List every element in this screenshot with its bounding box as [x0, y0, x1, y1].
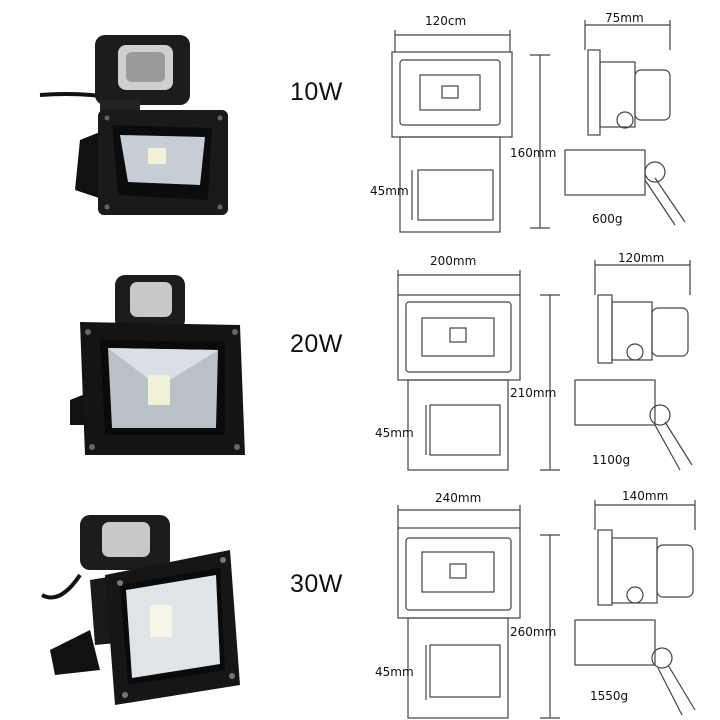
sensor-dimension: 45mm [375, 426, 414, 440]
technical-drawing-icon: 200mm 120mm 210mm 45mm 1100g [375, 251, 693, 471]
floodlight-photo-icon [70, 275, 245, 455]
weight-value: 1100g [592, 453, 630, 467]
depth-dimension: 75mm [605, 11, 644, 25]
sensor-dimension: 45mm [375, 665, 414, 679]
width-dimension: 200mm [430, 254, 476, 268]
depth-dimension: 120mm [618, 251, 664, 265]
height-dimension: 160mm [510, 146, 556, 160]
wattage-label: 20W [290, 330, 343, 358]
floodlight-photo-icon [39, 35, 228, 215]
sensor-dimension: 45mm [370, 184, 409, 198]
spec-row-20w: 20W 200mm 120mm 210 [0, 240, 720, 480]
width-dimension: 240mm [435, 491, 481, 505]
led-chip-icon [150, 605, 172, 637]
wattage-label: 10W [290, 78, 343, 106]
height-dimension: 210mm [510, 386, 556, 400]
led-chip-icon [148, 148, 166, 164]
spec-row-30w: 30W 240mm 140mm 260 [0, 480, 720, 720]
width-dimension: 120cm [425, 14, 466, 28]
depth-dimension: 140mm [622, 489, 668, 503]
lens-icon [126, 575, 220, 678]
weight-value: 1550g [590, 689, 628, 703]
weight-value: 600g [592, 212, 623, 226]
technical-drawing-icon: 120cm 75mm 160mm 45mm 600g [370, 11, 686, 233]
led-chip-icon [148, 375, 170, 405]
wattage-label: 30W [290, 570, 343, 598]
height-dimension: 260mm [510, 625, 556, 639]
spec-row-10w: 10W 120cm 75mm 160m [0, 0, 720, 240]
floodlight-photo-icon [41, 515, 240, 705]
technical-drawing-icon: 240mm 140mm 260mm 45mm 1550g [375, 489, 696, 719]
